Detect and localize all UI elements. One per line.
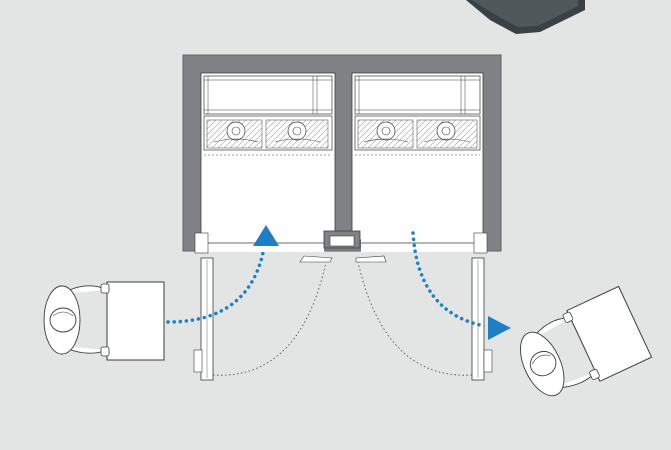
entry-flow-arrow xyxy=(166,225,279,324)
person-carrying-box-icon xyxy=(43,281,165,361)
exit-flow-arrow xyxy=(411,231,511,340)
cabinet-shell xyxy=(182,54,502,254)
right-compartment-equipment xyxy=(354,75,481,156)
left-compartment-equipment xyxy=(203,75,333,156)
left-door xyxy=(193,255,333,381)
arrow-right-icon xyxy=(488,316,511,340)
right-door xyxy=(355,255,493,381)
arrow-up-icon xyxy=(253,225,279,246)
person-carrying-box-icon xyxy=(520,285,653,397)
corner-appliance xyxy=(466,0,585,34)
